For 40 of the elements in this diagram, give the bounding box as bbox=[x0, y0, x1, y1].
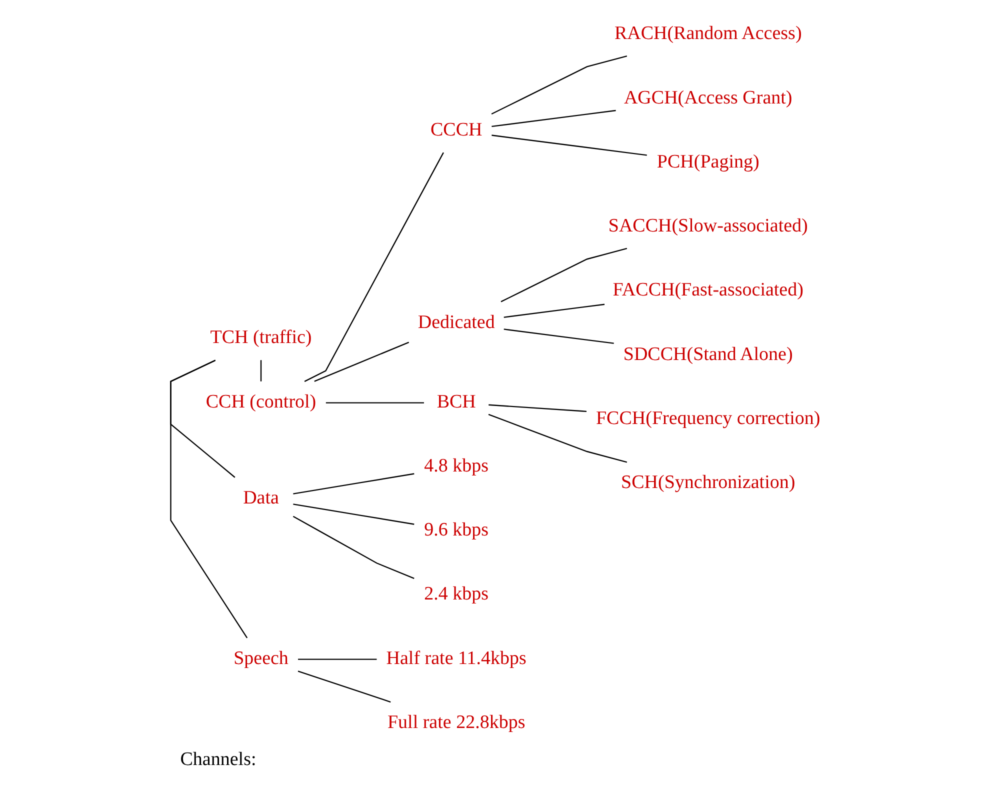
connector bbox=[488, 404, 587, 412]
connector bbox=[492, 134, 647, 156]
node-text: Speech bbox=[234, 648, 288, 669]
connector bbox=[170, 360, 248, 638]
node-text: SDCCH(Stand Alone) bbox=[623, 344, 793, 365]
connector bbox=[292, 516, 414, 579]
connector bbox=[314, 342, 410, 382]
node-text: PCH(Paging) bbox=[656, 151, 760, 172]
node-text: CCCH bbox=[430, 119, 482, 140]
connector bbox=[304, 152, 444, 382]
connector bbox=[492, 110, 616, 128]
node-text: TCH (traffic) bbox=[210, 327, 312, 348]
connector bbox=[298, 670, 391, 703]
connector bbox=[293, 504, 414, 525]
node-text: RACH(Random Access) bbox=[614, 23, 802, 44]
connector bbox=[260, 360, 262, 382]
node-text: SCH(Synchronization) bbox=[621, 472, 796, 494]
node-text: Dedicated bbox=[418, 312, 495, 333]
caption: Channels: bbox=[180, 748, 256, 770]
node-text: FCCH(Frequency correction) bbox=[596, 408, 820, 429]
node-text: CCH (control) bbox=[206, 391, 316, 412]
connector bbox=[504, 328, 614, 344]
connector bbox=[326, 402, 424, 404]
node-text: 4.8 kbps bbox=[424, 455, 489, 476]
connector bbox=[170, 360, 236, 478]
connector bbox=[488, 414, 628, 463]
connector bbox=[298, 658, 377, 660]
connector bbox=[500, 248, 628, 302]
node-text: 9.6 kbps bbox=[424, 520, 489, 541]
connector bbox=[504, 304, 605, 318]
node-text: 2.4 kbps bbox=[424, 584, 489, 605]
node-text: FACCH(Fast-associated) bbox=[612, 280, 804, 301]
node-text: Data bbox=[243, 488, 279, 509]
node-text: Full rate 22.8kbps bbox=[387, 712, 526, 733]
node-text: AGCH(Access Grant) bbox=[624, 87, 792, 108]
connector bbox=[491, 55, 628, 115]
node-text: BCH bbox=[436, 391, 476, 412]
connector bbox=[293, 473, 414, 494]
node-text: SACCH(Slow-associated) bbox=[608, 216, 808, 237]
node-text: Half rate 11.4kbps bbox=[386, 648, 526, 669]
